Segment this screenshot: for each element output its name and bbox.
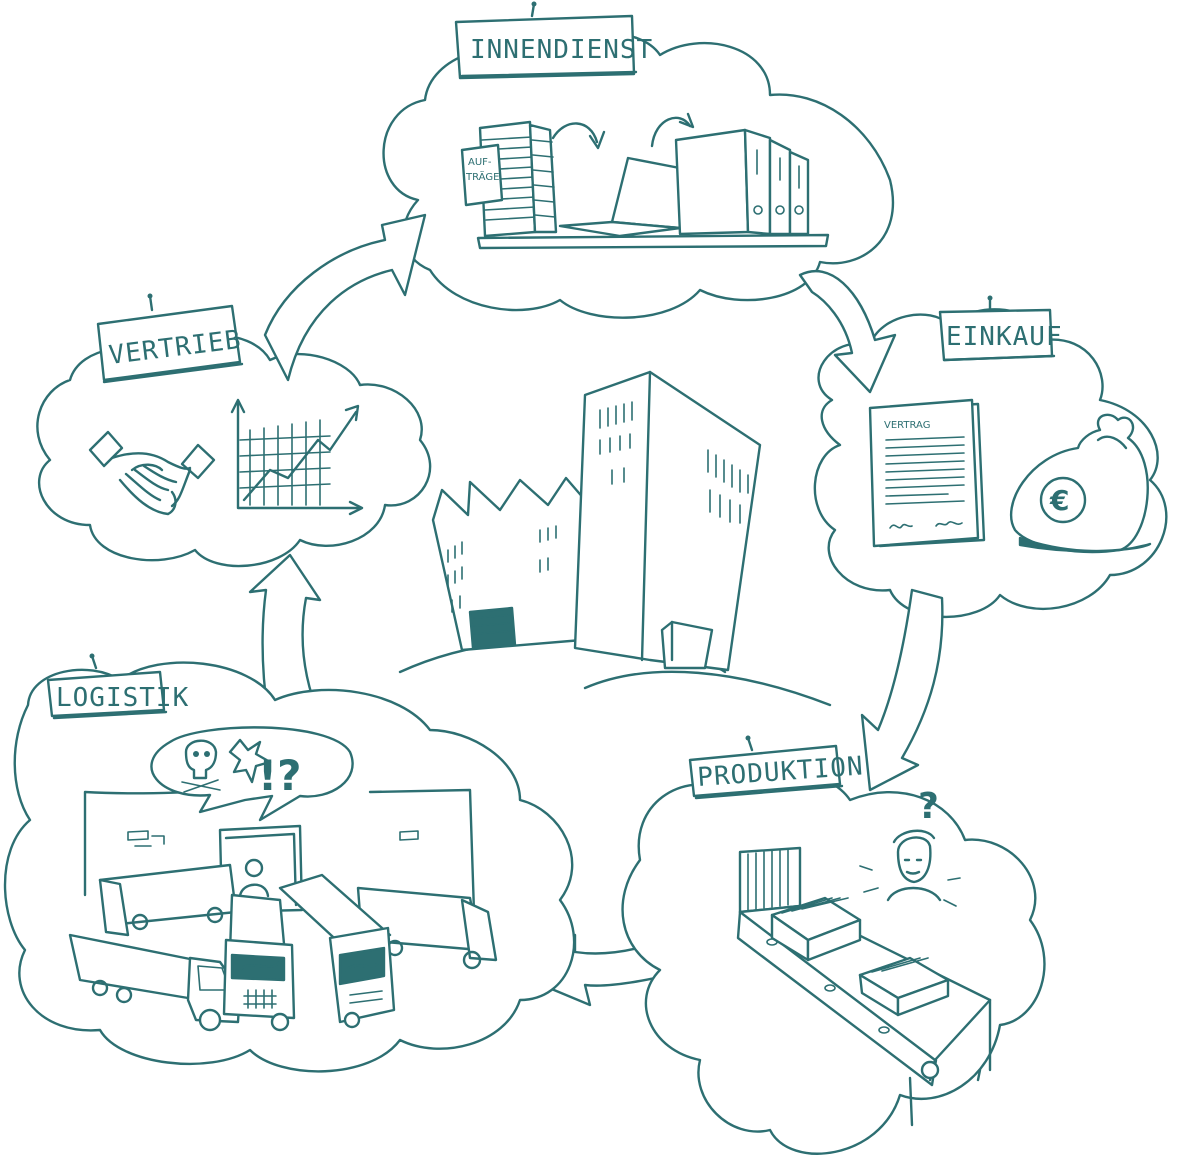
sign-produktion: PRODUKTION: [688, 735, 865, 800]
binder-icon: [674, 128, 810, 236]
skull-icon: [181, 739, 221, 793]
central-building-group: [398, 370, 832, 707]
arrow-logistik-vertrieb: [248, 553, 322, 720]
arrow-vertrieb-innendienst: [263, 213, 427, 382]
paper-stack-icon: AUF- TRÄGE: [460, 120, 558, 238]
cloud-innendienst: AUF- TRÄGE INNENDIEN: [382, 1, 895, 319]
speech-bubble: !?: [150, 726, 354, 822]
orders-note-label-2: TRÄGE: [465, 170, 499, 183]
building-annex: [660, 620, 714, 670]
tower-windows: [599, 401, 749, 524]
sign-einkauf: EINKAUF: [938, 295, 1063, 362]
question-mark: ?: [918, 786, 939, 827]
contract-title: VERTRAG: [884, 420, 930, 431]
building-left-windows: [447, 525, 557, 613]
worker-icon: ?: [859, 786, 961, 907]
truck-icon: [278, 873, 396, 1029]
building-door: [468, 606, 517, 650]
label-logistik: LOGISTIK: [56, 683, 189, 713]
worker-icon: [238, 858, 270, 898]
orders-note-label-1: AUF-: [468, 157, 492, 168]
growth-chart-icon: [230, 398, 364, 516]
sign-innendienst: INNENDIENST: [454, 1, 653, 80]
cloud-produktion: ? PRODUKTION: [621, 735, 1046, 1155]
truck-icon: [68, 933, 242, 1032]
cloud-einkauf: VERTRAG € EINKAUF: [813, 295, 1168, 619]
contract-icon: VERTRAG: [868, 398, 986, 548]
money-bag-icon: €: [1009, 413, 1152, 554]
orders-note: [460, 143, 504, 207]
sign-logistik: LOGISTIK: [46, 653, 189, 720]
arrow-curved-1: [551, 122, 599, 144]
arrow-innendienst-einkauf: [798, 269, 897, 394]
handshake-icon: [88, 430, 216, 516]
truck-icon: [222, 893, 296, 1032]
euro-symbol: €: [1049, 484, 1069, 517]
cloud-logistik: !?: [3, 653, 576, 1073]
sign-vertrieb: VERTRIEB: [96, 293, 244, 384]
label-innendienst: INNENDIENST: [470, 35, 653, 65]
arrow-einkauf-produktion: [860, 588, 944, 792]
arrow-curved-2: [650, 116, 692, 148]
building-left: [431, 476, 587, 652]
label-einkauf: EINKAUF: [946, 322, 1063, 352]
exclamation-question-marks: !?: [258, 751, 302, 800]
conveyor-belt-icon: [736, 896, 992, 1127]
cloud-vertrieb: VERTRIEB: [36, 293, 432, 568]
